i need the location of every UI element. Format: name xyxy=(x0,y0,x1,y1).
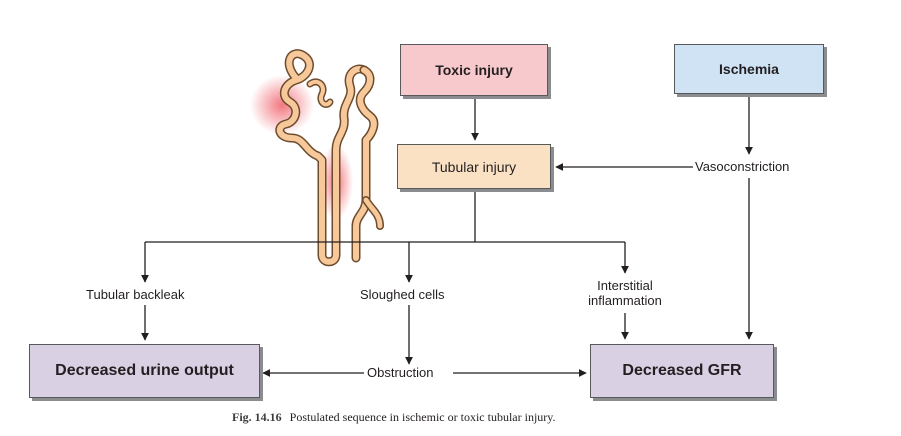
figure-number: Fig. 14.16 xyxy=(232,410,282,424)
decreased-urine-output-label: Decreased urine output xyxy=(55,362,234,379)
obstruction-label: Obstruction xyxy=(366,365,435,380)
sloughed-cells-label: Sloughed cells xyxy=(360,287,445,302)
decreased-gfr-box: Decreased GFR xyxy=(590,344,774,398)
tubular-backleak-label: Tubular backleak xyxy=(86,287,185,302)
nephron-illustration xyxy=(250,49,384,267)
connectors xyxy=(141,95,753,377)
tubular-injury-box: Tubular injury xyxy=(397,144,551,189)
tubular-injury-label: Tubular injury xyxy=(431,158,517,175)
interstitial-line-2: inflammation xyxy=(588,293,662,308)
vasoconstriction-label: Vasoconstriction xyxy=(693,159,792,174)
interstitial-line-1: Interstitial xyxy=(597,278,653,293)
ischemia-label: Ischemia xyxy=(719,61,779,77)
ischemia-box: Ischemia xyxy=(674,44,824,94)
toxic-injury-box: Toxic injury xyxy=(400,44,548,96)
decreased-urine-output-box: Decreased urine output xyxy=(29,344,260,398)
interstitial-inflammation-label: Interstitial inflammation xyxy=(582,278,668,308)
toxic-injury-label: Toxic injury xyxy=(435,62,513,78)
decreased-gfr-label: Decreased GFR xyxy=(622,362,742,379)
figure-caption-text: Postulated sequence in ischemic or toxic… xyxy=(289,410,556,424)
figure-caption: Fig. 14.16 Postulated sequence in ischem… xyxy=(232,410,556,425)
